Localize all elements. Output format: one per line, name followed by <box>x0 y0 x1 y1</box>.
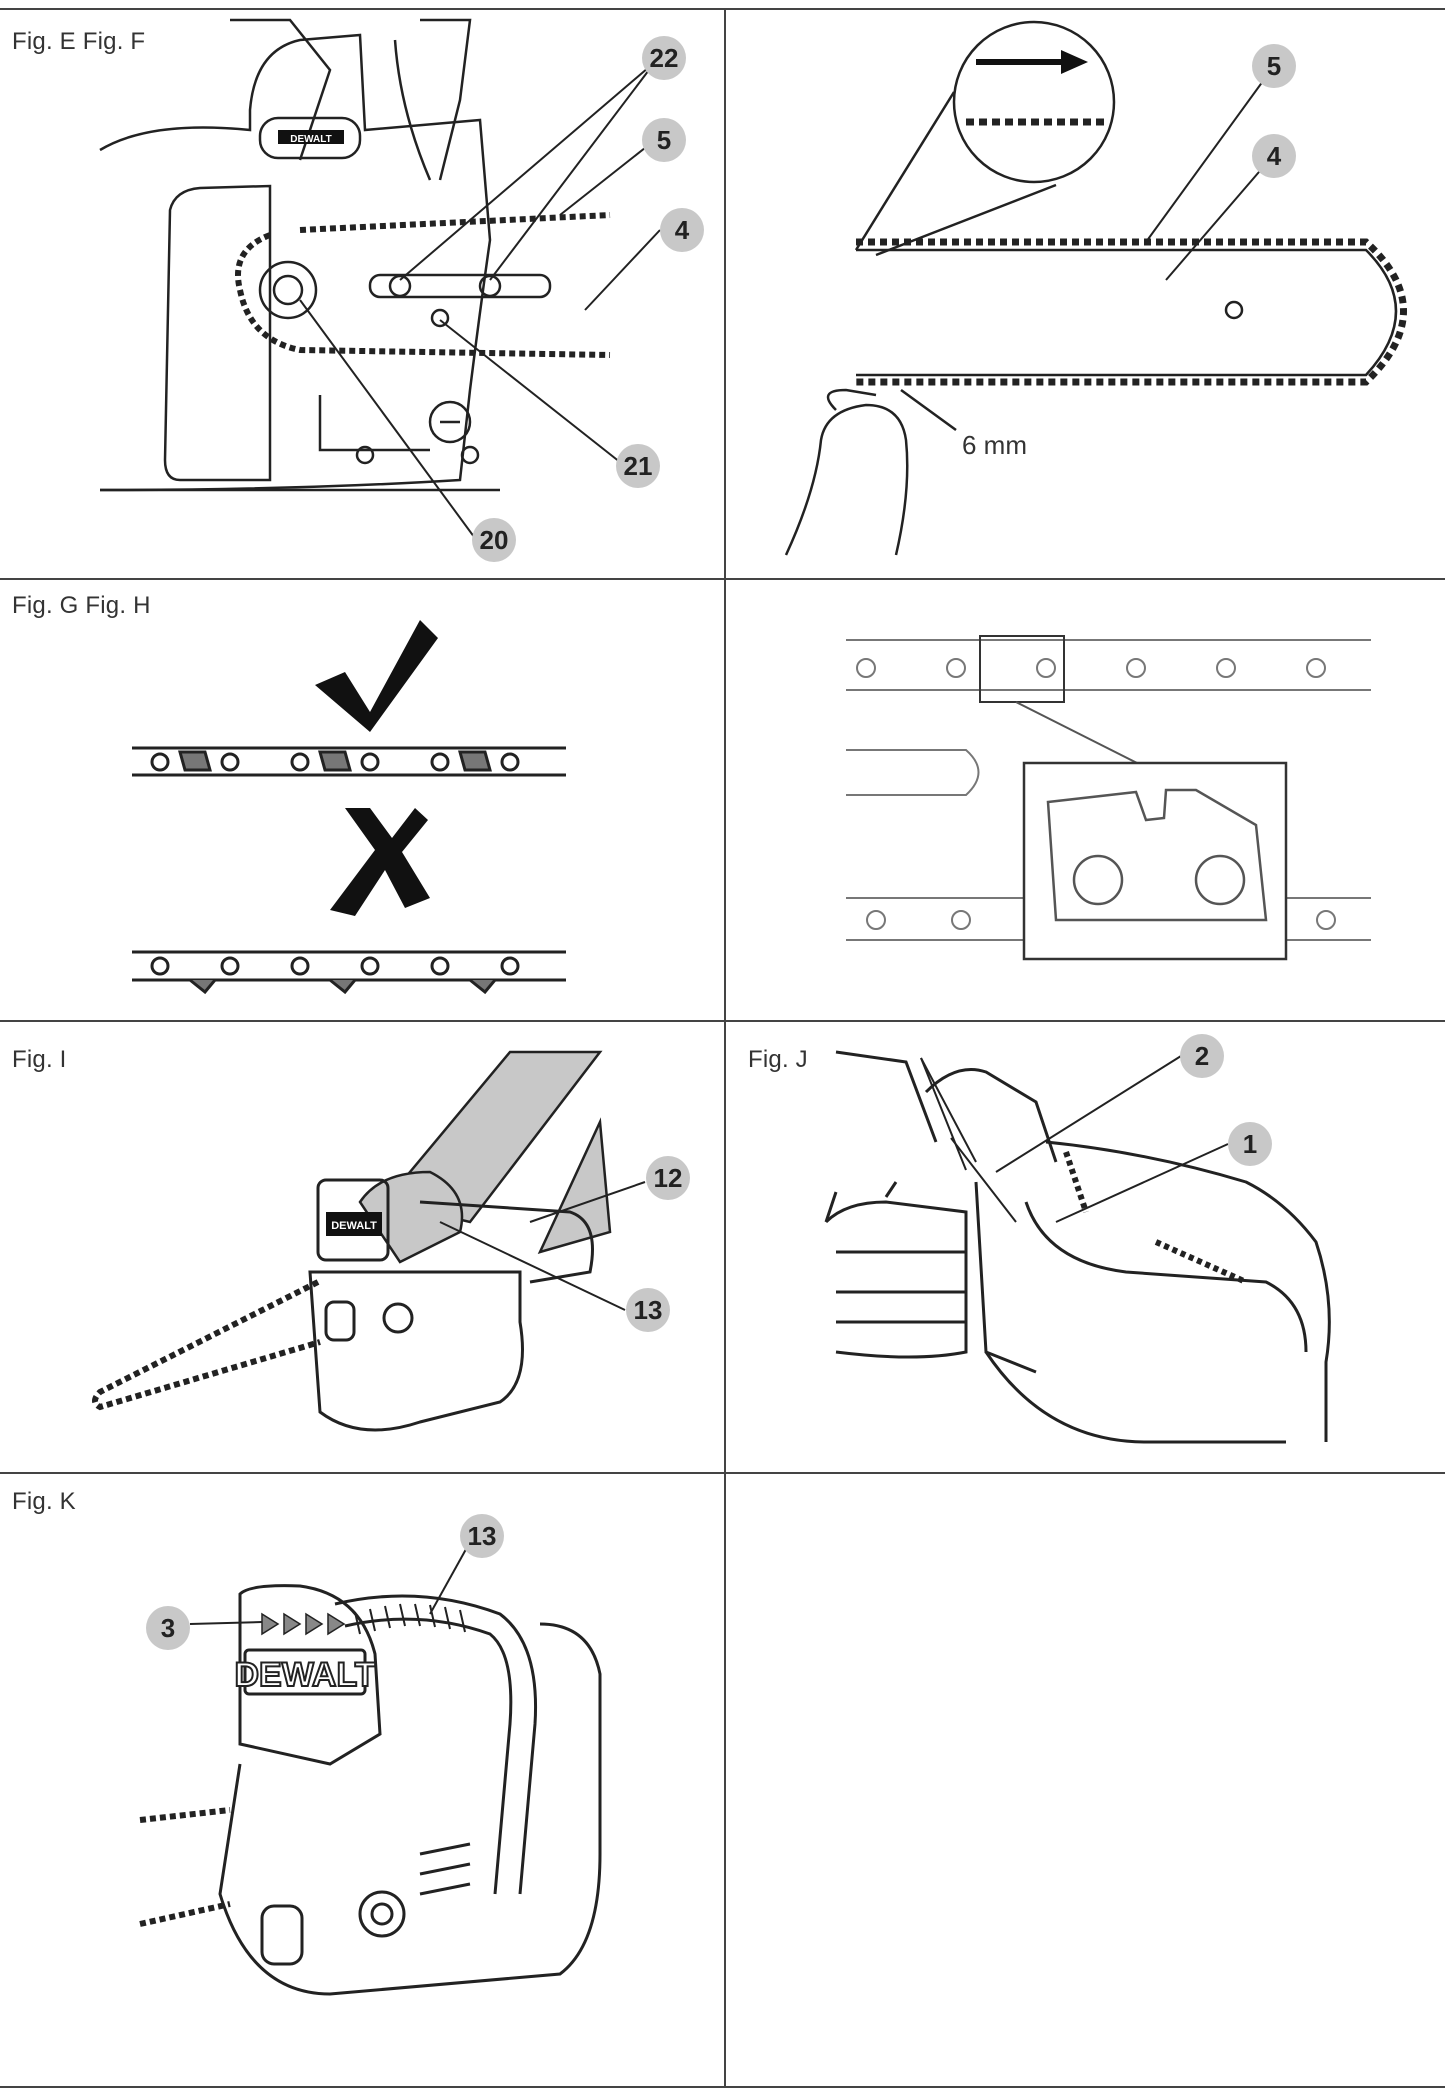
figure-k-panel: Fig. K DEWALT <box>0 1474 724 2086</box>
figure-label: Fig. J <box>748 1046 808 1073</box>
callout-21: 21 <box>616 444 660 488</box>
svg-text:1: 1 <box>1243 1129 1257 1159</box>
chain-tension-drawing: 5 4 6 mm <box>784 20 1407 556</box>
figure-g-panel: Fig. G Fig. H <box>0 580 724 1020</box>
callout-3: 3 <box>146 1606 190 1650</box>
callout-1: 1 <box>1228 1122 1272 1166</box>
svg-text:3: 3 <box>161 1613 175 1643</box>
measurement-label: 6 mm <box>962 430 1027 460</box>
figure-label: Fig. G Fig. H <box>12 592 151 619</box>
svg-text:21: 21 <box>624 451 653 481</box>
incorrect-chain <box>132 950 566 995</box>
rule-row-1 <box>0 578 1445 580</box>
callout-20: 20 <box>472 518 516 562</box>
figure-e-panel: Fig. E Fig. F <box>0 10 724 578</box>
checkmark-icon <box>315 620 438 732</box>
callout-2: 2 <box>1180 1034 1224 1078</box>
figure-label: Fig. I <box>12 1046 67 1073</box>
brand-logo-text: DEWALT <box>290 134 331 145</box>
rule-row-2 <box>0 1020 1445 1022</box>
rule-bottom <box>0 2086 1445 2088</box>
svg-text:2: 2 <box>1195 1041 1209 1071</box>
handle-trigger-drawing: 2 1 <box>824 1034 1331 1444</box>
svg-text:13: 13 <box>634 1295 663 1325</box>
callout-12: 12 <box>646 1156 690 1200</box>
callout-13: 13 <box>460 1514 504 1558</box>
arrow-right-icon <box>976 50 1088 74</box>
cross-icon <box>330 808 430 916</box>
figure-i-panel: Fig. I DEWALT <box>0 1022 724 1472</box>
svg-text:5: 5 <box>1267 51 1281 81</box>
svg-text:20: 20 <box>480 525 509 555</box>
figure-label: Fig. E Fig. F <box>12 28 146 55</box>
svg-text:4: 4 <box>1267 141 1282 171</box>
rule-row-3 <box>0 1472 1445 1474</box>
brand-logo-text: DEWALT <box>331 1220 377 1232</box>
svg-text:22: 22 <box>650 43 679 73</box>
brand-logo-text: DEWALT <box>234 1656 375 1694</box>
svg-text:4: 4 <box>675 215 690 245</box>
chain-direction-drawing <box>132 620 566 995</box>
cutter-detail-drawing <box>846 635 1371 961</box>
correct-chain <box>132 746 566 777</box>
figure-f-panel: 5 4 6 mm <box>726 10 1445 578</box>
svg-text:12: 12 <box>654 1163 683 1193</box>
callout-5: 5 <box>642 118 686 162</box>
figure-h-panel <box>726 580 1445 1020</box>
figure-label: Fig. K <box>12 1488 76 1515</box>
callout-22: 22 <box>642 36 686 80</box>
callout-13: 13 <box>626 1288 670 1332</box>
callout-5: 5 <box>1252 44 1296 88</box>
chainsaw-bar-mount-drawing: DEWALT 22 5 4 <box>99 18 704 562</box>
svg-text:13: 13 <box>468 1521 497 1551</box>
svg-text:5: 5 <box>657 125 671 155</box>
chain-brake-drawing: DEWALT 13 3 <box>139 1514 602 1996</box>
rule-top <box>0 8 1445 10</box>
callout-4: 4 <box>1252 134 1296 178</box>
empty-panel <box>726 1474 1445 2086</box>
rule-center-vertical <box>724 8 726 2088</box>
gripping-saw-drawing: DEWALT 12 13 <box>92 1050 690 1432</box>
callout-4: 4 <box>660 208 704 252</box>
figure-j-panel: Fig. J <box>726 1022 1445 1472</box>
